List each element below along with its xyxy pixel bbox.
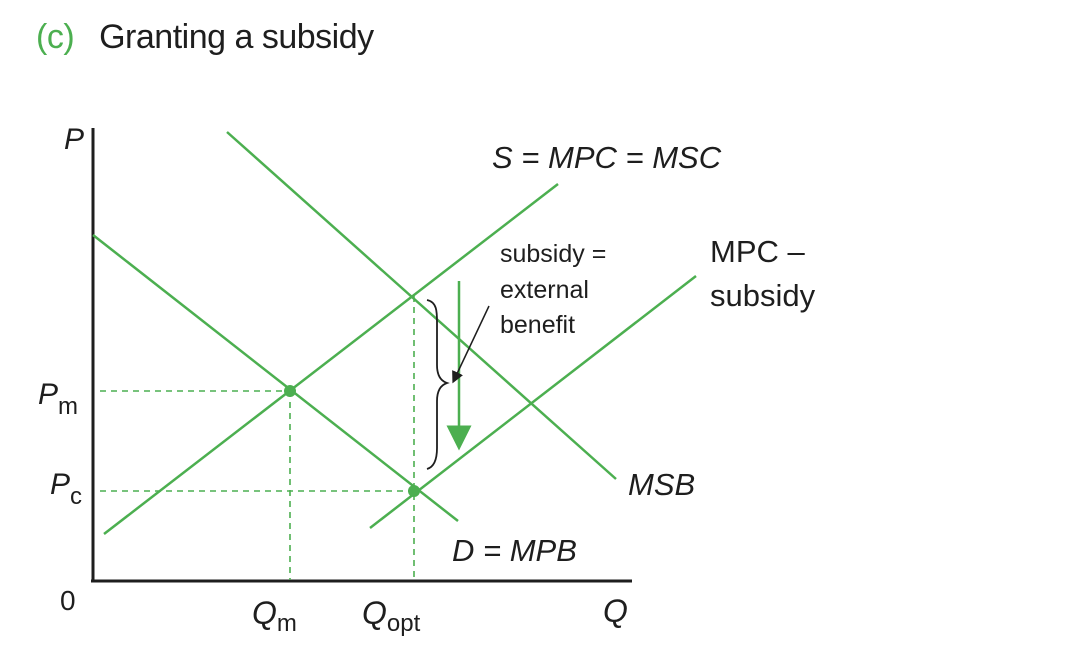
annotation-pointer-arrow [452, 305, 490, 384]
panel-label: (c) [36, 18, 75, 56]
supply-curve [103, 183, 559, 535]
qm-tick-label: Qm [252, 595, 297, 637]
msb-curve [226, 131, 617, 480]
demand-curve [92, 234, 459, 522]
supply-minus-subsidy-curve [369, 275, 697, 529]
supply-curve-label: S = MPC = MSC [492, 140, 722, 175]
annotation-line-1: subsidy = [500, 240, 606, 268]
figure-title: Granting a subsidy [99, 18, 374, 56]
annotation-line-3: benefit [500, 311, 575, 339]
pc-tick-label: Pc [50, 468, 82, 510]
external-benefit-brace [426, 299, 450, 470]
optimum-equilibrium-point [408, 485, 420, 497]
market-equilibrium-point [284, 385, 296, 397]
demand-curve-label: D = MPB [452, 533, 577, 568]
figure-header: (c) Granting a subsidy [36, 18, 374, 57]
pm-tick-label: Pm [38, 378, 78, 420]
msb-curve-label: MSB [628, 467, 695, 502]
origin-label: 0 [60, 585, 76, 616]
supply-minus-subsidy-label-line2: subsidy [710, 278, 816, 313]
y-axis-label: P [64, 123, 84, 156]
qopt-tick-label: Qopt [362, 595, 421, 637]
x-axis-label: Q [603, 593, 628, 629]
annotation-line-2: external [500, 276, 589, 304]
supply-minus-subsidy-label-line1: MPC – [710, 234, 806, 269]
